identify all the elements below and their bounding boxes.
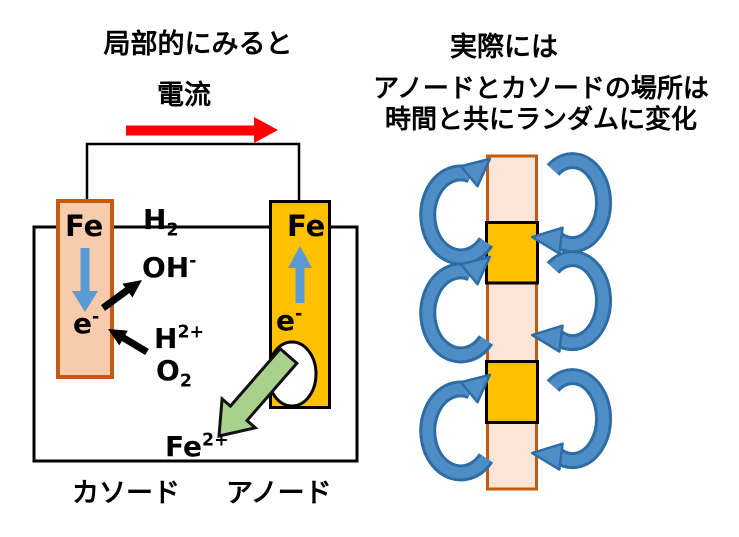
current-arrow-icon (126, 117, 278, 143)
anode-site-square-1 (485, 221, 539, 285)
anode-electrode-label: Fe (287, 209, 326, 243)
circuit-wire (85, 142, 301, 201)
cathode-label: カソード (72, 478, 180, 509)
label-h-ion: H2+ (154, 322, 205, 355)
label-oh: OH- (142, 251, 197, 284)
rotation-arrow-left-2-icon (419, 255, 494, 364)
label-electron-cathode: e- (73, 307, 100, 340)
metal-bar (486, 154, 538, 491)
right-panel-title: 実際には (450, 32, 558, 63)
right-panel-subtitle: アノードとカソードの場所は 時間と共にランダムに変化 (368, 74, 714, 136)
label-o2: O2 (156, 354, 192, 392)
anode-label: アノード (226, 478, 332, 509)
label-electron-anode: e- (276, 304, 303, 337)
cathode-electrode-label: Fe (65, 209, 104, 243)
rotation-arrow-right-2-icon (530, 250, 612, 353)
beaker (32, 225, 359, 463)
rotation-arrow-left-3-icon (419, 373, 494, 482)
anode-site-square-2 (485, 360, 539, 424)
left-panel-title: 局部的にみると (103, 29, 293, 60)
rotation-arrow-left-1-icon (419, 157, 494, 266)
rotation-arrow-right-3-icon (530, 368, 612, 471)
current-label: 電流 (157, 80, 211, 111)
electron-up-arrow-icon (288, 246, 312, 303)
subtitle-line-1: アノードとカソードの場所は (373, 74, 709, 104)
oh-production-arrow-icon (100, 280, 142, 311)
fe-ion-release-arrow-icon (217, 346, 299, 438)
h-ion-arrow-icon (108, 329, 149, 356)
subtitle-line-2: 時間と共にランダムに変化 (384, 105, 697, 135)
electron-down-arrow-icon (72, 248, 98, 312)
rotation-arrow-right-1-icon (530, 152, 612, 255)
label-h2: H2 (143, 203, 179, 241)
label-fe-ion: Fe2+ (165, 430, 229, 463)
